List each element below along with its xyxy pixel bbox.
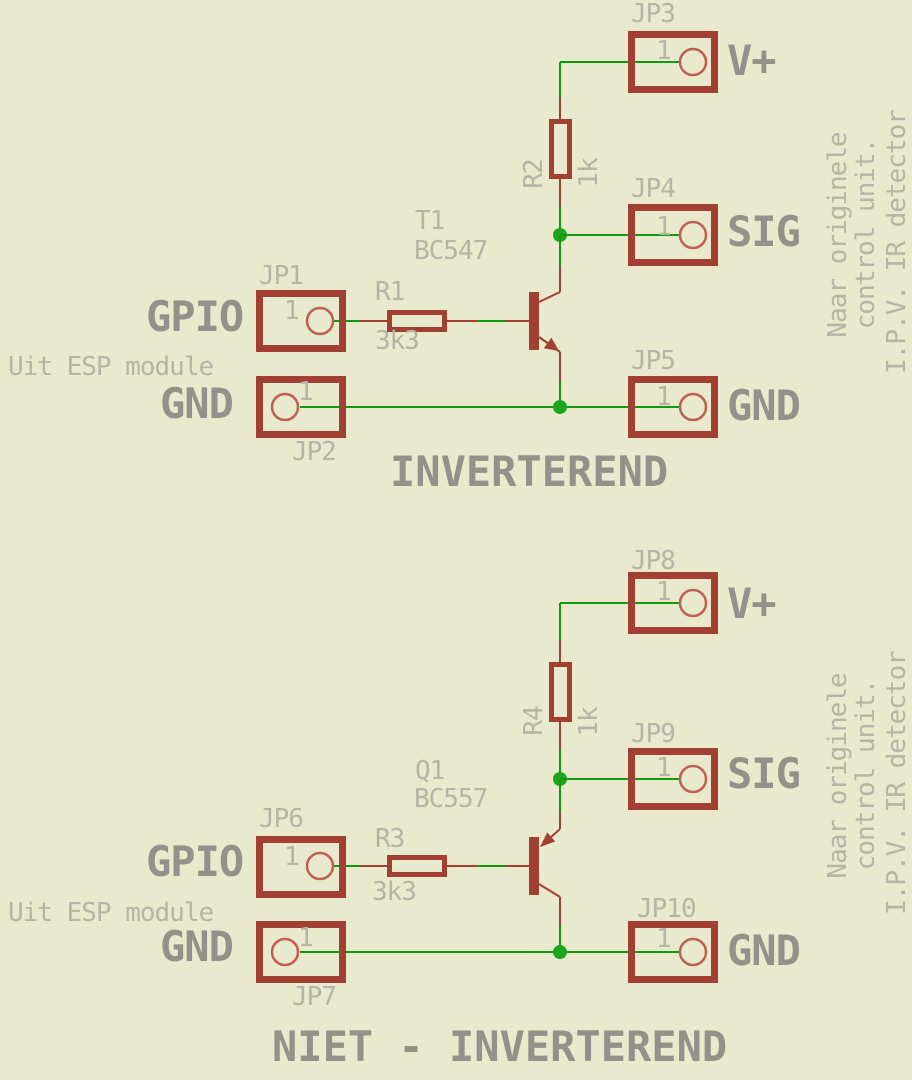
right-note-line1: Naar originele (823, 673, 853, 879)
r2-ref-label: R2 (519, 159, 549, 189)
jp7-connector-box (256, 921, 346, 983)
jp8-pin-number: 1 (656, 577, 672, 607)
r1-value-label: 3k3 (375, 326, 420, 356)
r3-value-label: 3k3 (372, 877, 417, 907)
q1-ref-label: Q1 (415, 756, 445, 786)
jp4-ref-label: JP4 (631, 174, 676, 204)
jp4-pin-number: 1 (656, 212, 672, 242)
junction-dot-gnd (553, 945, 567, 959)
t1-base-bar (529, 292, 539, 350)
jp5-pad-circle (678, 392, 708, 422)
q1-value-label: BC557 (414, 784, 488, 814)
jp7-pad-circle (270, 937, 300, 967)
jp8-ref-label: JP8 (631, 546, 676, 576)
right-note-line3: I.P.V. IR detector (882, 651, 912, 915)
net-label-gnd-right: GND (727, 381, 801, 430)
net-label-vplus: V+ (727, 579, 777, 628)
jp1-pad-circle (305, 306, 335, 336)
junction-dot-gnd (553, 400, 567, 414)
jp5-ref-label: JP5 (631, 346, 676, 376)
r4-value-label: 1k (574, 707, 604, 737)
net-label-vplus: V+ (727, 36, 777, 85)
jp9-ref-label: JP9 (631, 719, 676, 749)
t1-value-label: BC547 (414, 236, 488, 266)
jp6-pad-circle (305, 851, 335, 881)
r2-resistor-body (549, 119, 572, 179)
top-circuit-title: INVERTEREND (390, 447, 669, 496)
q1-base-bar (529, 837, 539, 895)
jp10-ref-label: JP10 (637, 894, 697, 924)
right-note-line3: I.P.V. IR detector (882, 110, 912, 374)
esp-module-note: Uit ESP module (8, 352, 214, 382)
jp2-ref-label: JP2 (292, 437, 337, 467)
jp7-ref-label: JP7 (292, 982, 337, 1012)
jp4-pad-circle (678, 220, 708, 250)
q1-emitter-arrow (540, 832, 556, 847)
jp5-connector-box (628, 376, 718, 438)
jp4-connector-box (628, 204, 718, 266)
r3-ref-label: R3 (375, 824, 405, 854)
jp8-connector-box (628, 572, 718, 634)
net-label-gnd-left: GND (160, 379, 234, 428)
jp10-pin-number: 1 (656, 924, 672, 954)
jp9-pad-circle (678, 764, 708, 794)
jp10-pad-circle (678, 937, 708, 967)
right-note-line1: Naar originele (823, 132, 853, 338)
jp6-ref-label: JP6 (259, 804, 304, 834)
jp9-connector-box (628, 748, 718, 810)
r4-ref-label: R4 (519, 706, 549, 736)
r4-resistor-body (549, 662, 572, 722)
jp3-connector-box (628, 31, 718, 93)
q1-collector-diagonal (538, 883, 561, 898)
t1-emitter-arrow (543, 337, 559, 351)
jp1-connector-box (256, 290, 346, 352)
jp6-connector-box (256, 836, 346, 898)
jp5-pin-number: 1 (656, 382, 672, 412)
top-circuit-schematic (256, 31, 718, 438)
net-label-gnd-right: GND (727, 926, 801, 975)
jp3-ref-label: JP3 (631, 0, 676, 29)
jp1-pin-number: 1 (284, 296, 300, 326)
r3-resistor-body (387, 855, 447, 877)
jp8-pad-circle (678, 588, 708, 618)
right-note-line2: control unit. (851, 138, 881, 330)
jp2-pad-circle (270, 392, 300, 422)
jp3-pin-number: 1 (656, 36, 672, 66)
bottom-circuit-schematic (256, 572, 718, 983)
net-label-gnd-left: GND (160, 922, 234, 971)
esp-module-note: Uit ESP module (8, 898, 214, 928)
r1-ref-label: R1 (375, 277, 405, 307)
bottom-circuit-title: NIET - INVERTEREND (272, 1022, 728, 1071)
jp9-pin-number: 1 (656, 753, 672, 783)
r2-value-label: 1k (574, 158, 604, 188)
jp1-ref-label: JP1 (259, 261, 304, 291)
r1-resistor-body (387, 310, 447, 332)
jp7-pin-number: 1 (298, 923, 314, 953)
net-label-sig: SIG (727, 749, 801, 798)
jp2-pin-number: 1 (298, 377, 314, 407)
net-label-sig: SIG (727, 207, 801, 256)
t1-collector-diagonal (538, 291, 561, 303)
right-note-line2: control unit. (851, 679, 881, 871)
jp10-connector-box (628, 921, 718, 983)
jp6-pin-number: 1 (284, 842, 300, 872)
net-label-gpio: GPIO (146, 837, 244, 886)
t1-ref-label: T1 (415, 206, 445, 236)
jp3-pad-circle (678, 47, 708, 77)
net-label-gpio: GPIO (146, 292, 244, 341)
jp2-connector-box (256, 376, 346, 438)
